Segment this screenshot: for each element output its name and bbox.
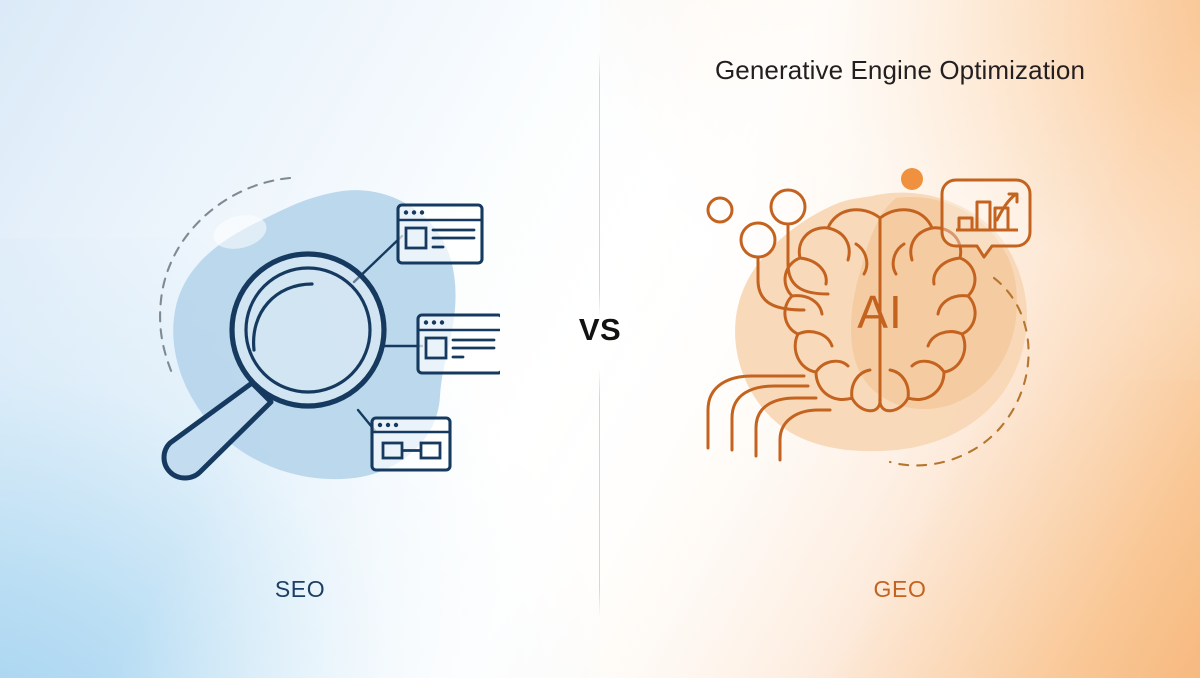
search-result-card-2 — [416, 313, 500, 375]
geo-solid-dot — [901, 168, 923, 190]
geo-blob-accent — [850, 197, 1017, 410]
panel-divider — [599, 52, 600, 617]
geo-dashed-arc — [888, 276, 1030, 467]
seo-illustration — [159, 176, 500, 481]
search-result-card-3 — [370, 416, 452, 472]
geo-panel-title: Generative Engine Optimization — [714, 55, 1086, 85]
seo-magnifier-lens-inner — [244, 266, 372, 394]
seo-blob-highlight — [213, 215, 267, 249]
analytics-chart-bubble — [940, 178, 1032, 259]
seo-magnifier-lens — [229, 251, 387, 409]
seo-dashed-arc — [159, 176, 292, 378]
geo-brain — [783, 208, 977, 413]
chart-bubble-trend-arrow — [995, 192, 1019, 222]
geo-circuit-traces — [706, 222, 832, 462]
geo-illustration: AI — [706, 168, 1032, 467]
chart-bubble-bars — [956, 200, 1018, 232]
seo-label: SEO — [274, 576, 326, 602]
search-result-card-1 — [396, 203, 484, 265]
vs-badge: VS — [578, 312, 622, 347]
geo-label: GEO — [873, 576, 927, 602]
seo-lens-glint — [252, 282, 314, 352]
geo-brain-ai-text: AI — [857, 286, 902, 338]
geo-node-top — [769, 188, 807, 226]
seo-magnifier-handle — [161, 380, 274, 481]
geo-node-medium — [739, 221, 777, 259]
geo-node-small — [706, 196, 734, 224]
